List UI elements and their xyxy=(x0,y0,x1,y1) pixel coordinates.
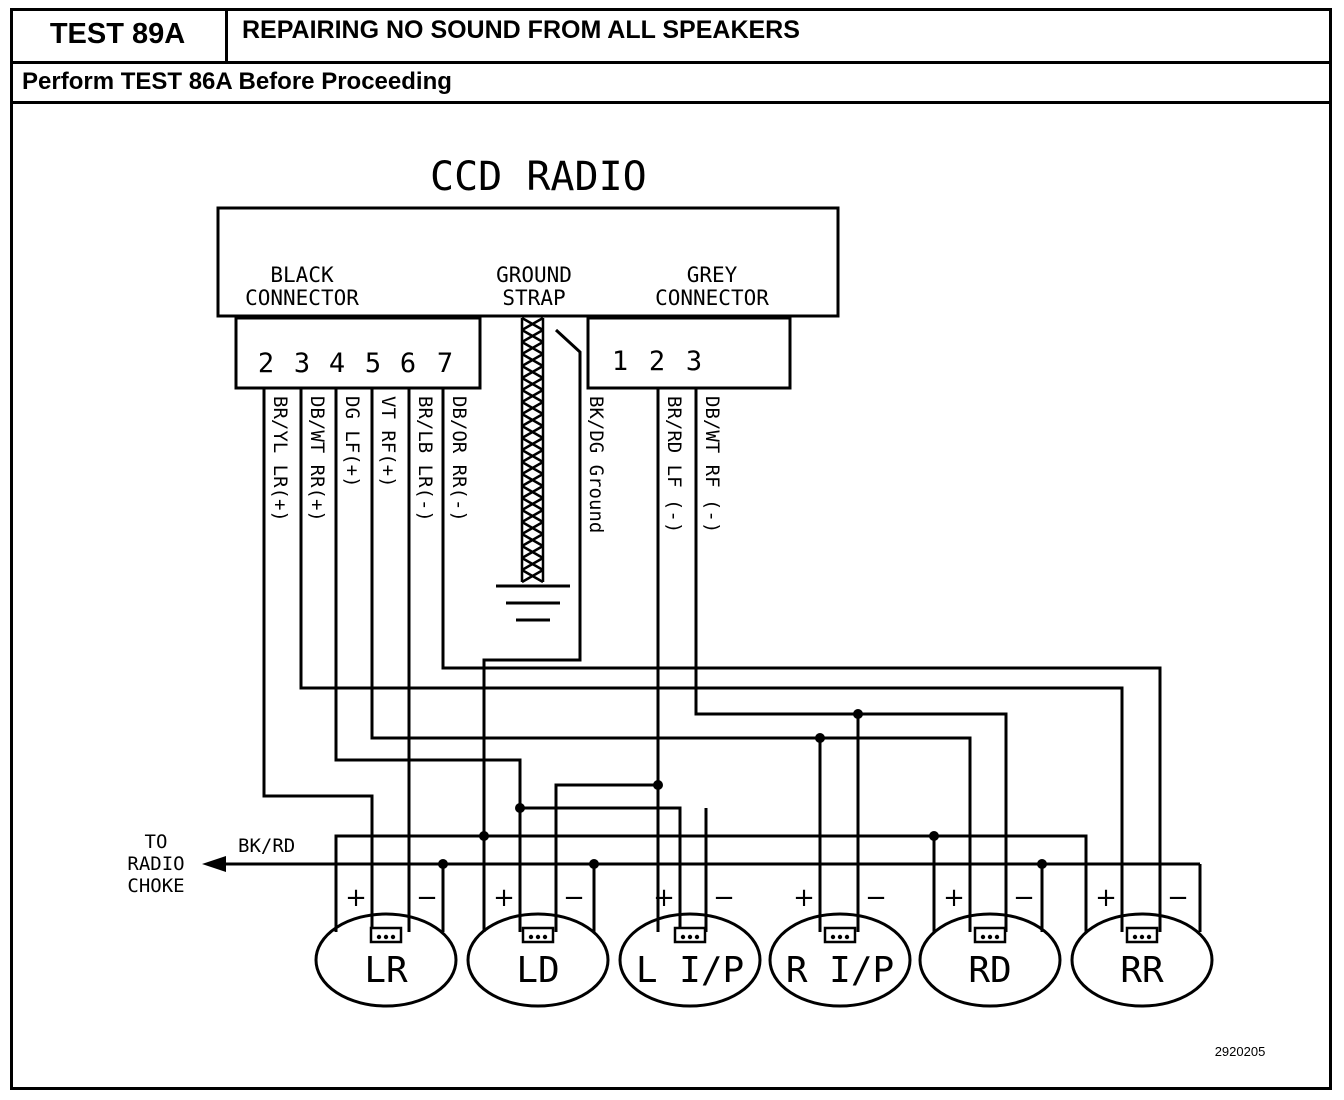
black-pin: 7 xyxy=(437,348,453,379)
choke-label-3: CHOKE xyxy=(127,875,184,897)
wire-label-db-wt-rr: DB/WT RR(+) xyxy=(306,396,328,522)
speaker-label: RR xyxy=(1120,950,1164,991)
junction-dot xyxy=(929,831,939,841)
junction-dot xyxy=(438,859,448,869)
plus-terminal-label: + xyxy=(345,883,367,913)
test-id: TEST 89A xyxy=(10,8,228,64)
speaker-outline xyxy=(918,912,1062,1008)
wire-label-vt: VT RF(+) xyxy=(377,396,399,488)
minus-terminal-label: − xyxy=(416,883,438,913)
speaker-lip: L I/P + − xyxy=(618,883,762,1008)
plus-terminal-label: + xyxy=(653,883,675,913)
page-subtitle: Perform TEST 86A Before Proceeding xyxy=(10,64,1332,104)
speaker-outline xyxy=(768,912,912,1008)
black-pin: 3 xyxy=(294,348,310,379)
speaker-rip: R I/P + − xyxy=(768,883,912,1008)
choke-label-2: RADIO xyxy=(127,853,184,875)
black-connector-label-1: BLACK xyxy=(270,263,334,287)
wire-label-db-or: DB/OR RR(-) xyxy=(448,396,470,522)
plus-terminal-label: + xyxy=(943,883,965,913)
radio-title: CCD RADIO xyxy=(430,154,647,200)
page-title: REPAIRING NO SOUND FROM ALL SPEAKERS xyxy=(228,8,1332,64)
grey-connector-label-1: GREY xyxy=(687,263,738,287)
speaker-label: LD xyxy=(516,950,559,991)
minus-terminal-label: − xyxy=(563,883,585,913)
grey-pin: 3 xyxy=(686,346,702,377)
speaker-label: L I/P xyxy=(636,950,744,991)
ground-strap-braid xyxy=(520,316,545,584)
choke-wire-label: BK/RD xyxy=(238,835,295,857)
junction-dot xyxy=(515,803,525,813)
wire-label-dg: DG LF(+) xyxy=(341,396,363,488)
ground-strap-label-1: GROUND xyxy=(496,263,572,287)
wire-label-br-lb: BR/LB LR(-) xyxy=(414,396,436,522)
wire-label-br-yl: BR/YL LR(+) xyxy=(269,396,291,522)
black-connector-label-2: CONNECTOR xyxy=(245,286,359,310)
speaker-outline xyxy=(466,912,610,1008)
junction-dot xyxy=(589,859,599,869)
speaker-rd: RD + − xyxy=(918,883,1062,1008)
black-pin: 2 xyxy=(258,348,274,379)
ground-strap-label-2: STRAP xyxy=(502,286,565,310)
speaker-label: LR xyxy=(364,950,408,991)
wire-label-br-rd: BR/RD LF (-) xyxy=(663,396,685,533)
junction-dot xyxy=(1037,859,1047,869)
ground-symbol xyxy=(496,584,570,622)
junction-dot xyxy=(479,831,489,841)
speaker-outline xyxy=(1070,912,1214,1008)
plus-terminal-label: + xyxy=(493,883,515,913)
plus-terminal-label: + xyxy=(1095,883,1117,913)
choke-label-1: TO xyxy=(145,831,168,853)
speaker-rr: RR + − xyxy=(1070,883,1214,1008)
plus-terminal-label: + xyxy=(793,883,815,913)
black-pin: 6 xyxy=(400,348,416,379)
grey-pin: 2 xyxy=(649,346,665,377)
speaker-outline xyxy=(618,912,762,1008)
speaker-lr: LR + − xyxy=(314,883,458,1008)
junction-dot xyxy=(853,709,863,719)
junction-dot xyxy=(653,780,663,790)
wire-label-db-wt-rf: DB/WT RF (-) xyxy=(701,396,723,533)
speaker-label: R I/P xyxy=(786,950,894,991)
minus-terminal-label: − xyxy=(1013,883,1035,913)
diagram-frame xyxy=(10,8,1332,1090)
radio-body xyxy=(216,206,840,318)
speaker-label: RD xyxy=(968,950,1011,991)
black-pin: 4 xyxy=(329,348,345,379)
junction-dot xyxy=(815,733,825,743)
speaker-ld: LD + − xyxy=(466,883,610,1008)
grey-connector-body xyxy=(586,316,792,390)
figure-number: 2920205 xyxy=(1215,1044,1266,1059)
black-connector-body xyxy=(234,316,482,390)
wire-label-ground: BK/DG Ground xyxy=(585,396,607,533)
black-pin: 5 xyxy=(365,348,381,379)
choke-arrow xyxy=(202,856,226,872)
minus-terminal-label: − xyxy=(713,883,735,913)
grey-connector-label-2: CONNECTOR xyxy=(655,286,769,310)
minus-terminal-label: − xyxy=(1167,883,1189,913)
speaker-outline xyxy=(314,912,458,1008)
wire-harness xyxy=(212,328,1202,932)
grey-pin: 1 xyxy=(612,346,628,377)
junction-dots xyxy=(438,709,1047,869)
minus-terminal-label: − xyxy=(865,883,887,913)
